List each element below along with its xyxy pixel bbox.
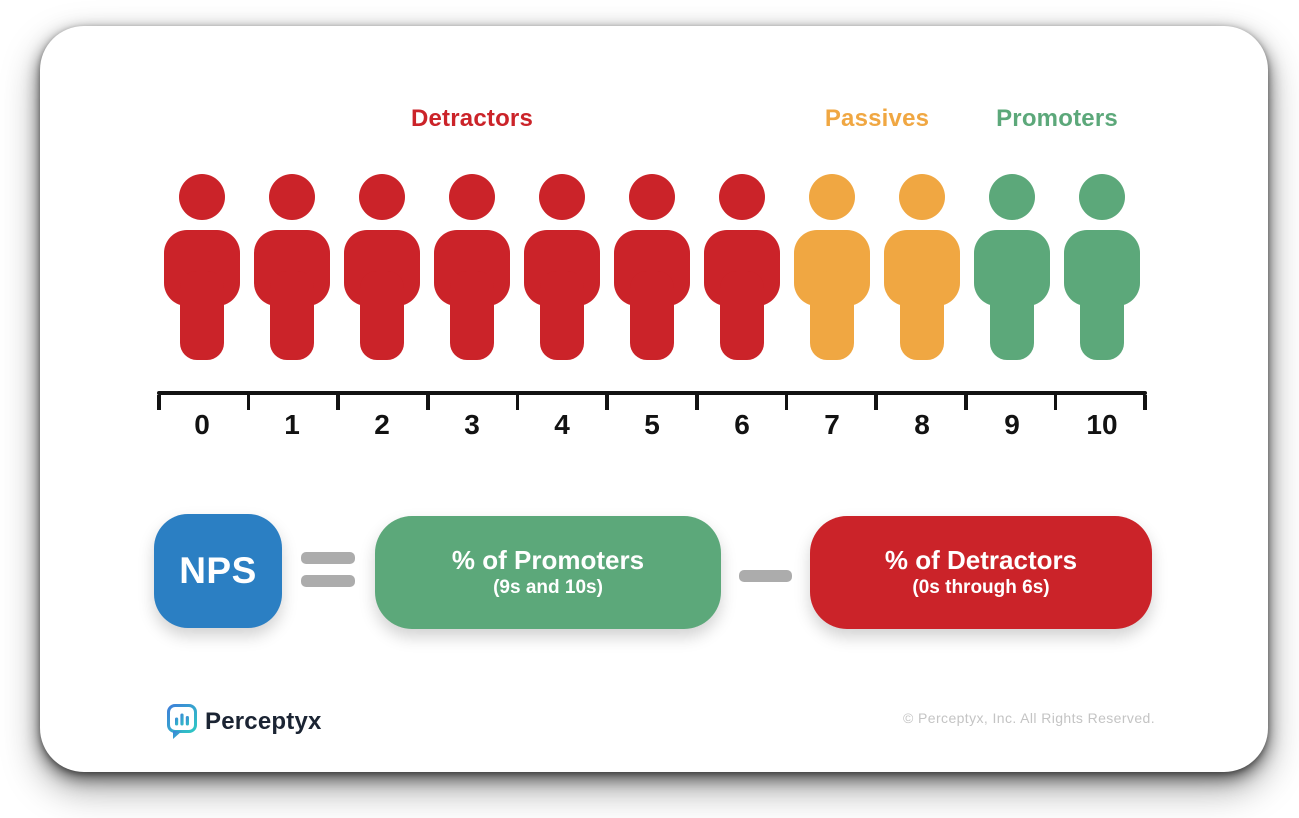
scale-tick xyxy=(874,395,878,410)
minus-icon xyxy=(739,570,792,582)
detractors-formula-line1: % of Detractors xyxy=(884,544,1078,575)
scale-number: 5 xyxy=(644,409,660,440)
scale-number: 2 xyxy=(374,409,390,440)
scale-tick xyxy=(246,395,251,410)
scale-tick xyxy=(1053,395,1058,410)
scale-numbers: 0 1 2 3 4 5 6 7 8 9 10 xyxy=(157,409,1147,441)
promoters-formula-line1: % of Promoters xyxy=(451,544,645,575)
nps-box: NPS xyxy=(154,514,282,628)
passives-label: Passives xyxy=(824,105,930,132)
promoters-formula-box: % of Promoters (9s and 10s) xyxy=(375,516,721,629)
scale-tick xyxy=(784,395,789,410)
scale-number: 4 xyxy=(554,409,570,440)
scale-tick xyxy=(157,395,161,410)
detractors-label: Detractors xyxy=(410,105,534,132)
promoters-label: Promoters xyxy=(996,105,1118,132)
person-icon xyxy=(607,173,697,360)
scale-ticks xyxy=(157,395,1147,410)
scale-tick xyxy=(515,395,520,410)
scale-number: 7 xyxy=(824,409,840,440)
detractors-formula-line2: (0s through 6s) xyxy=(912,576,1050,598)
equals-icon xyxy=(301,552,355,587)
person-icon xyxy=(247,173,337,360)
scale-tick xyxy=(695,395,699,410)
scale-tick xyxy=(605,395,609,410)
scale-number: 10 xyxy=(1086,409,1118,440)
scale-number: 6 xyxy=(734,409,750,440)
brand-name: Perceptyx xyxy=(205,708,322,735)
score-group-labels: Detractors Passives Promoters xyxy=(157,104,1147,134)
detractors-formula-box: % of Detractors (0s through 6s) xyxy=(810,516,1152,629)
equals-bar-bottom xyxy=(301,575,355,587)
brand-logo: Perceptyx xyxy=(167,703,322,741)
person-icon xyxy=(1057,173,1147,360)
scale-tick xyxy=(426,395,430,410)
person-icon xyxy=(967,173,1057,360)
scale-tick xyxy=(964,395,968,410)
person-icon xyxy=(697,173,787,360)
people-row xyxy=(157,173,1147,360)
person-icon xyxy=(157,173,247,360)
equals-bar-top xyxy=(301,552,355,564)
scale-number: 9 xyxy=(1004,409,1020,440)
speech-bubble-bar-chart-icon xyxy=(167,704,197,740)
score-scale xyxy=(157,391,1147,410)
promoters-formula-line2: (9s and 10s) xyxy=(493,576,603,598)
scale-number: 0 xyxy=(194,409,210,440)
scale-tick xyxy=(1143,395,1147,410)
nps-infographic-card: Detractors Passives Promoters 0 1 2 3 4 5 6 7 8 9… xyxy=(40,26,1268,772)
scale-axis-line xyxy=(157,391,1147,395)
scale-number: 8 xyxy=(914,409,930,440)
person-icon xyxy=(877,173,967,360)
person-icon xyxy=(427,173,517,360)
scale-number: 1 xyxy=(284,409,300,440)
person-icon xyxy=(517,173,607,360)
scale-tick xyxy=(336,395,340,410)
scale-number: 3 xyxy=(464,409,480,440)
person-icon xyxy=(337,173,427,360)
copyright-text: © Perceptyx, Inc. All Rights Reserved. xyxy=(903,710,1155,726)
person-icon xyxy=(787,173,877,360)
